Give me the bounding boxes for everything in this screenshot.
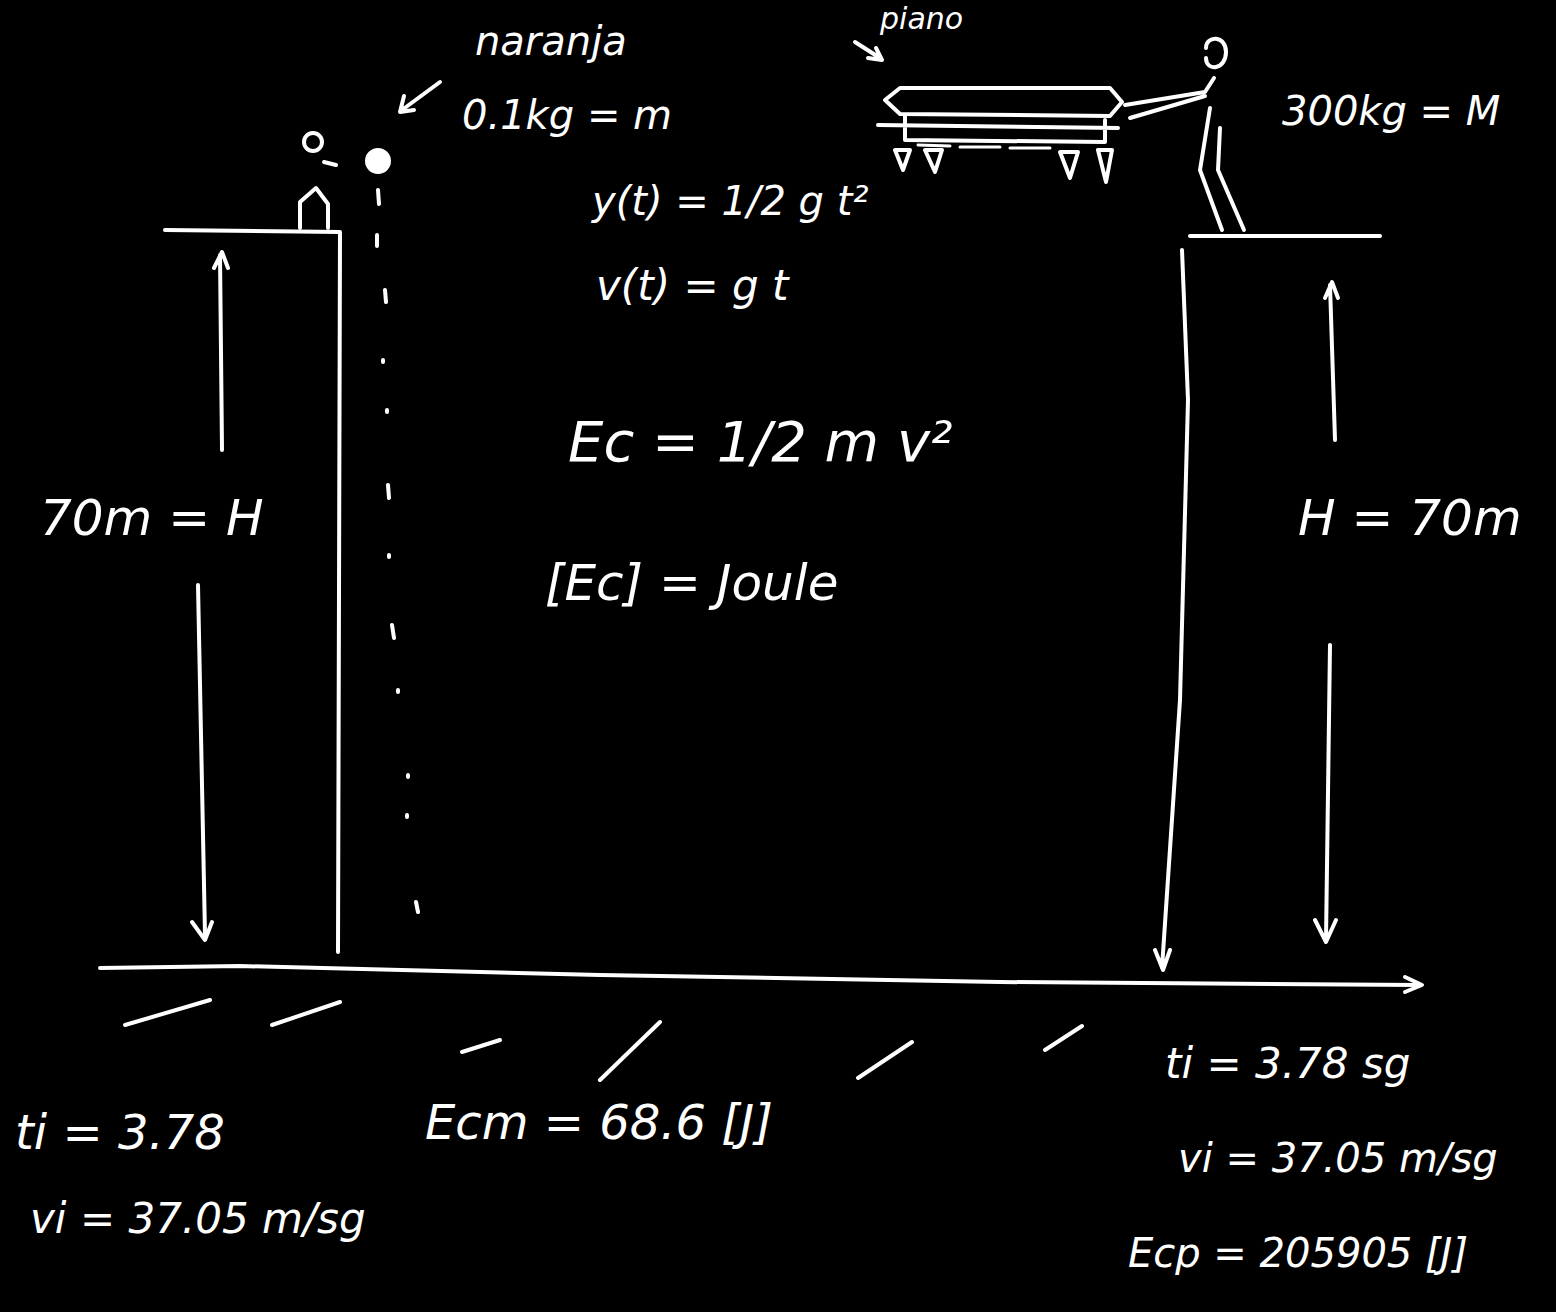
leader-arrow <box>400 82 440 112</box>
piano <box>885 88 1122 116</box>
piano-body <box>878 116 1118 142</box>
left-building <box>165 230 340 952</box>
label: ti = 3.78 sg <box>1165 1040 1410 1088</box>
piano-keys <box>918 145 1050 148</box>
right-building <box>1190 234 1380 238</box>
person-head <box>1206 39 1226 67</box>
label: Ec = 1/2 m v² <box>568 410 953 474</box>
fall-path <box>377 190 418 912</box>
label: [Ec] = Joule <box>545 555 838 613</box>
label: H = 70m <box>1298 490 1522 548</box>
label: 0.1kg = m <box>462 92 672 138</box>
label: 70m = H <box>40 490 264 548</box>
label: Ecp = 205905 [J] <box>1128 1230 1468 1276</box>
right-building <box>1155 250 1188 970</box>
label: 300kg = M <box>1282 88 1500 134</box>
person-head <box>304 133 322 151</box>
orange <box>367 150 389 172</box>
height-arrow <box>214 252 228 450</box>
height-arrow <box>1325 282 1338 440</box>
label: v(t) = g t <box>596 262 788 310</box>
label: vi = 37.05 m/sg <box>30 1195 366 1243</box>
height-arrow <box>192 585 212 940</box>
arrow-head <box>1405 977 1422 992</box>
label: y(t) = 1/2 g t² <box>592 178 868 224</box>
person-body <box>300 188 328 228</box>
ground-line <box>100 966 1420 985</box>
person-body <box>1125 78 1244 230</box>
label: piano <box>880 2 963 37</box>
label: naranja <box>475 18 627 64</box>
label: vi = 37.05 m/sg <box>1178 1135 1498 1181</box>
height-arrow <box>1315 645 1336 942</box>
label: ti = 3.78 <box>15 1105 225 1160</box>
person-arm <box>324 162 336 165</box>
label: Ecm = 68.6 [J] <box>425 1095 773 1150</box>
ground-hatch <box>125 1000 1082 1080</box>
leader-arrow <box>855 42 882 60</box>
piano-legs <box>895 150 1112 182</box>
